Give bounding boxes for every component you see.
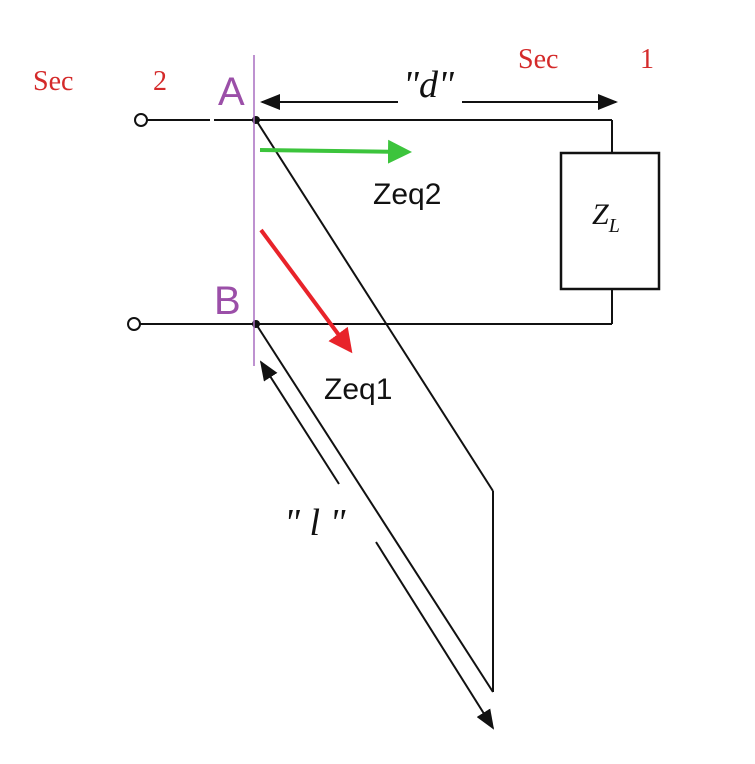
load-subscript: L bbox=[608, 215, 620, 237]
zeq2-label: Zeq2 bbox=[373, 178, 442, 211]
load-impedance-label: ZL bbox=[592, 198, 620, 237]
length-l-label: " l " bbox=[284, 502, 346, 544]
node-b-dot bbox=[252, 320, 260, 328]
section-left-word: Sec bbox=[33, 66, 74, 97]
node-a-label: A bbox=[218, 70, 245, 114]
zeq1-label: Zeq1 bbox=[324, 373, 393, 406]
section-right-word: Sec bbox=[518, 44, 559, 75]
load-symbol: Z bbox=[592, 198, 609, 231]
top-conductor bbox=[134, 113, 613, 153]
load-impedance-box bbox=[559, 151, 661, 291]
node-a-dot bbox=[252, 116, 260, 124]
section-right-number: 1 bbox=[640, 44, 654, 75]
bottom-conductor bbox=[127, 289, 613, 331]
zeq2-arrow bbox=[259, 139, 412, 164]
stub-lines bbox=[255, 119, 494, 693]
terminal-bottom bbox=[127, 317, 141, 331]
terminal-top bbox=[134, 113, 148, 127]
dimension-l-arrow bbox=[259, 360, 495, 730]
node-b-label: B bbox=[214, 279, 241, 323]
zeq1-arrow bbox=[259, 228, 353, 354]
length-d-label: "d" bbox=[403, 64, 454, 106]
section-left-number: 2 bbox=[153, 66, 167, 97]
